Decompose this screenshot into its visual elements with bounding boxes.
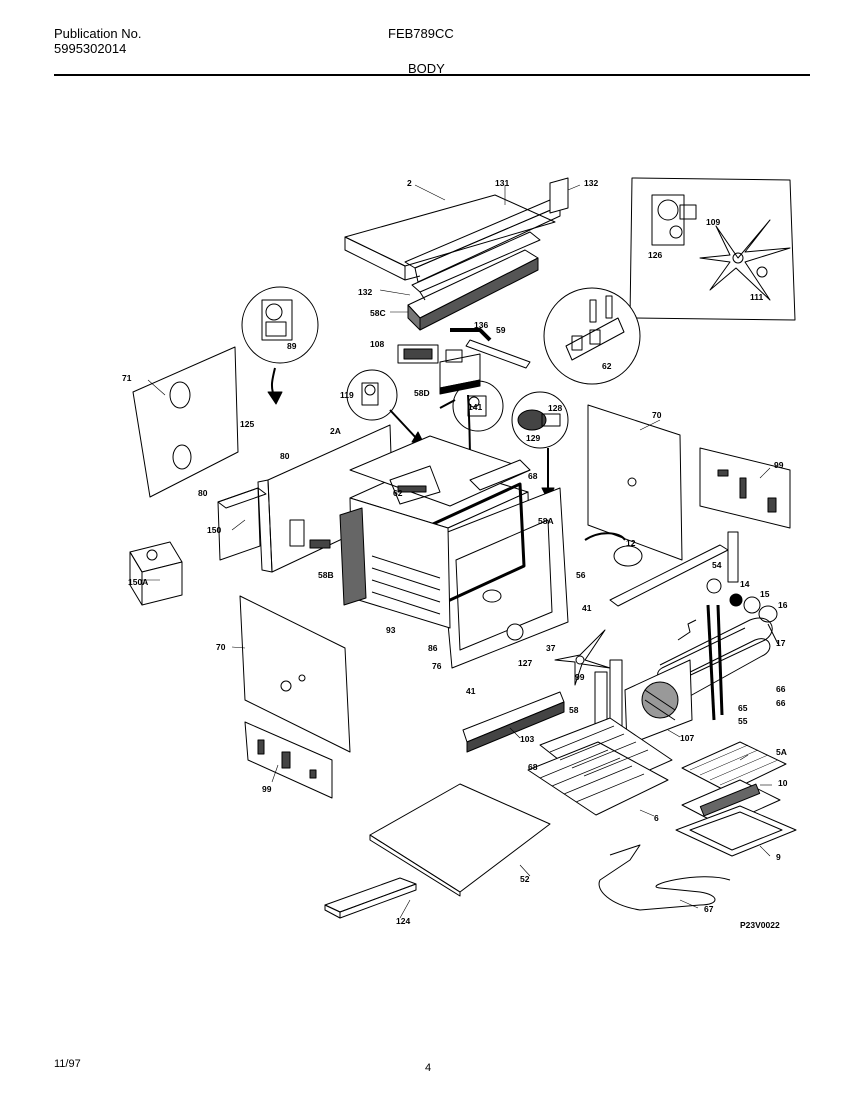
callout-2: 2 [407,178,412,188]
callout-55: 55 [738,716,748,726]
vent-strip-103 [462,691,565,753]
callout-68: 68 [528,471,538,481]
callout-62: 62 [602,361,612,371]
callout-127: 127 [518,658,532,668]
oven-top-panel [349,435,531,507]
callout-150A: 150A [128,577,148,587]
detail-circle-128 [511,391,569,501]
callout-136: 136 [474,320,488,330]
callout-52: 52 [520,874,530,884]
drawing-code: P23V0022 [740,920,780,930]
callout-10: 10 [778,778,788,788]
top-cover-part [344,177,569,283]
oven-racks [527,717,673,816]
callout-65: 65 [738,703,748,713]
callout-93: 93 [386,625,396,635]
callout-128: 128 [548,403,562,413]
callout-67: 67 [704,904,714,914]
light-assembly [706,578,779,645]
callout-17: 17 [776,638,786,648]
revision-date: 11/97 [54,1058,81,1070]
callout-107: 107 [680,733,694,743]
callout-15: 15 [760,589,770,599]
callout-131: 131 [495,178,509,188]
callout-12: 12 [626,538,636,548]
callout-71: 71 [122,373,132,383]
bottom-panel-52 [369,783,551,897]
callout-62: 62 [393,488,403,498]
publication-label: Publication No. [54,26,142,41]
callout-80: 80 [198,488,208,498]
callout-66: 66 [776,698,786,708]
callout-58B: 58B [318,570,334,580]
callout-108: 108 [370,339,384,349]
fan-blade-37 [554,629,611,686]
callout-68: 68 [528,762,538,772]
callout-99: 99 [575,672,585,682]
rear-cover-107 [624,659,693,746]
callout-76: 76 [432,661,442,671]
callout-58A: 58A [538,516,554,526]
callout-66: 66 [776,684,786,694]
callout-141: 141 [468,402,482,412]
callout-119: 119 [340,390,354,400]
callout-58D: 58D [414,388,430,398]
callout-124: 124 [396,916,410,926]
callout-129: 129 [526,433,540,443]
callout-56: 56 [576,570,586,580]
callout-54: 54 [712,560,722,570]
bracket-150 [217,487,267,561]
drawer-124 [324,877,417,919]
publication-number: 5995302014 [54,41,127,56]
callout-126: 126 [648,250,662,260]
callout-59: 59 [496,325,506,335]
callout-70: 70 [652,410,662,420]
broiler-pan [675,741,797,857]
detail-circle-89 [241,286,319,405]
callout-14: 14 [740,579,750,589]
bracket-150A [129,541,183,606]
callout-132: 132 [584,178,598,188]
title-rule [54,74,810,76]
callout-58: 58 [569,705,579,715]
callout-6: 6 [654,813,659,823]
upper-component-parts [397,328,531,395]
motor-12 [584,532,643,567]
callout-41: 41 [466,686,476,696]
insulation-pad-part [407,231,541,331]
page-number: 4 [425,1062,432,1074]
callout-16: 16 [778,600,788,610]
callout-9: 9 [776,852,781,862]
back-panel-left [132,346,239,498]
panel-99-left [244,721,333,799]
callout-89: 89 [287,341,297,351]
support-rail [609,531,739,607]
callout-2A: 2A [330,426,341,436]
callout-58C: 58C [370,308,386,318]
side-panel-right [587,404,683,561]
callout-80: 80 [280,451,290,461]
callout-5A: 5A [776,747,787,757]
callout-86: 86 [428,643,438,653]
model-number: FEB789CC [388,26,454,41]
callout-41: 41 [582,603,592,613]
callout-70: 70 [216,642,226,652]
bake-element-67 [598,844,731,911]
callout-37: 37 [546,643,556,653]
callout-109: 109 [706,217,720,227]
broil-element [657,604,773,721]
callout-111: 111 [750,292,764,302]
callout-103: 103 [520,734,534,744]
section-title: BODY [408,61,445,76]
detail-circle-62 [543,287,641,385]
side-panel-left [239,595,351,753]
callout-150: 150 [207,525,221,535]
panel-99-right [699,447,791,529]
detail-box-convection-fan [629,177,796,321]
callout-99: 99 [774,460,784,470]
callout-99: 99 [262,784,272,794]
callout-125: 125 [240,419,254,429]
callout-132: 132 [358,287,372,297]
